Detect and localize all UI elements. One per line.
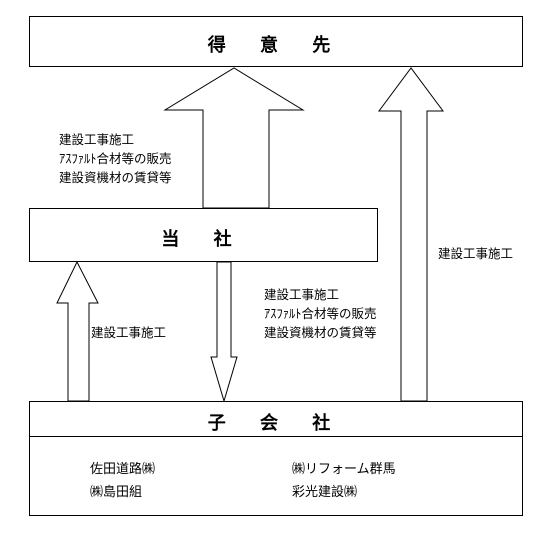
subsidiary-name: 佐田道路㈱ bbox=[90, 462, 156, 477]
flow-item: ｱｽﾌｧﾙﾄ合材等の販売 bbox=[264, 306, 377, 321]
subsidiary-divider bbox=[30, 436, 522, 437]
subsidiary-title: 子 会 社 bbox=[207, 413, 345, 434]
flow-item: 建設工事施工 bbox=[264, 287, 340, 302]
flow-item: 建設資機材の賃貸等 bbox=[59, 170, 172, 185]
subsidiary-list-right: ㈱リフォーム群馬 彩光建設㈱ bbox=[292, 458, 396, 504]
subsidiary-name: ㈱リフォーム群馬 bbox=[292, 462, 396, 477]
flow-item: 建設工事施工 bbox=[59, 132, 135, 147]
customer-box: 得 意 先 bbox=[29, 16, 523, 67]
subsidiary-list-left: 佐田道路㈱ ㈱島田組 bbox=[90, 458, 155, 504]
subsidiary-box: 子 会 社 佐田道路㈱ ㈱島田組 ㈱リフォーム群馬 彩光建設㈱ bbox=[29, 401, 523, 516]
company-box: 当 社 bbox=[29, 208, 378, 262]
arrow-company-to-customer bbox=[163, 67, 305, 209]
company-title: 当 社 bbox=[161, 229, 246, 250]
customer-title: 得 意 先 bbox=[207, 35, 345, 56]
subsidiary-name: ㈱島田組 bbox=[90, 485, 143, 500]
label-subsidiary-to-customer: 建設工事施工 bbox=[438, 244, 513, 263]
label-company-to-customer: 建設工事施工 ｱｽﾌｧﾙﾄ合材等の販売 建設資機材の賃貸等 bbox=[59, 130, 172, 187]
label-company-to-subsidiary: 建設工事施工 ｱｽﾌｧﾙﾄ合材等の販売 建設資機材の賃貸等 bbox=[264, 285, 377, 342]
flow-item: 建設資機材の賃貸等 bbox=[264, 325, 377, 340]
flow-item: 建設工事施工 bbox=[91, 325, 167, 340]
flow-item: 建設工事施工 bbox=[438, 246, 514, 261]
label-subsidiary-to-company: 建設工事施工 bbox=[91, 323, 166, 342]
arrow-company-to-subsidiary bbox=[210, 261, 238, 403]
subsidiary-name: 彩光建設㈱ bbox=[292, 485, 358, 500]
flow-item: ｱｽﾌｧﾙﾄ合材等の販売 bbox=[59, 151, 172, 166]
arrow-subsidiary-to-customer bbox=[378, 67, 444, 402]
arrow-subsidiary-to-company bbox=[56, 260, 99, 402]
